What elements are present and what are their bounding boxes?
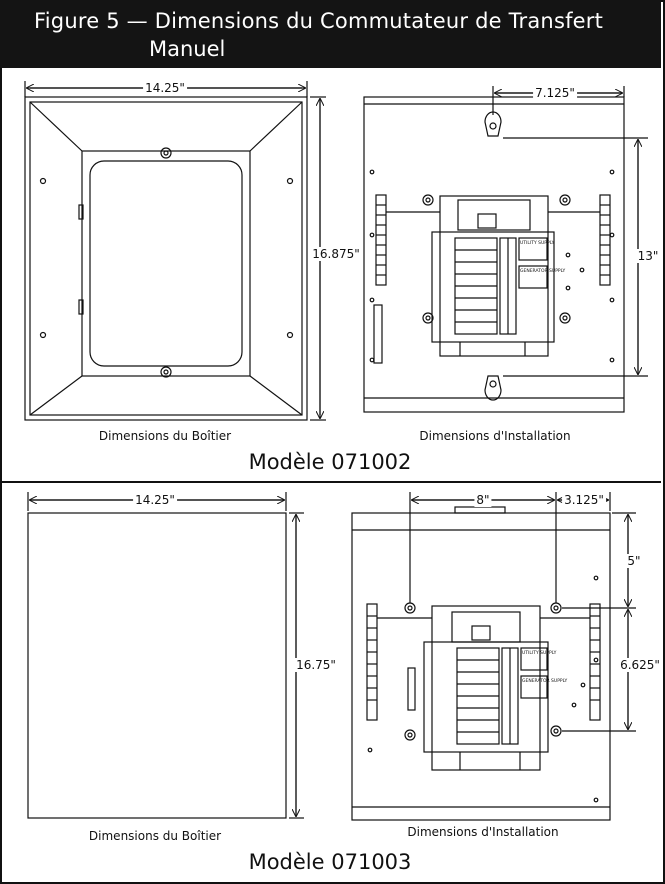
dim-height-071002: 16.875"	[310, 247, 362, 261]
dim-height-071003: 16.75"	[294, 658, 338, 672]
dim-side-offset-071003: 3.125"	[562, 493, 606, 507]
enclosure-drawing-071003	[27, 512, 287, 819]
dim-mount-height-071002: 13"	[635, 249, 661, 263]
dim-width-071002: 14.25"	[143, 81, 187, 95]
dim-hole-spacing-071003: 8"	[474, 493, 492, 507]
caption-install-071002: Dimensions d'Installation	[419, 429, 571, 443]
dim-offset-071002: 7.125"	[533, 86, 577, 100]
figure-header: Figure 5 — Dimensions du Commutateur de …	[0, 0, 661, 68]
caption-enclosure-071003: Dimensions du Boîtier	[88, 829, 222, 843]
caption-enclosure-071002: Dimensions du Boîtier	[98, 429, 232, 443]
dim-mount-height-071003: 6.625"	[618, 658, 662, 672]
switch-label-generator: GENERATOR SUPPLY	[520, 268, 566, 274]
figure-title-continued: Manuel	[149, 37, 226, 61]
install-drawing-071003	[351, 506, 611, 821]
dim-width-071003: 14.25"	[133, 493, 177, 507]
switch-label-utility: UTILITY SUPPLY	[520, 240, 555, 246]
model-label-071002: Modèle 071002	[248, 450, 412, 474]
enclosure-drawing-071002	[24, 96, 308, 421]
switch-label-generator: GENERATOR SUPPLY	[522, 678, 568, 684]
switch-label-utility: UTILITY SUPPLY	[522, 650, 557, 656]
install-drawing-071002	[363, 96, 625, 413]
model-label-071003: Modèle 071003	[248, 850, 412, 874]
figure-title: Figure 5 — Dimensions du Commutateur de …	[34, 9, 604, 33]
dim-top-offset-071003: 5"	[625, 554, 643, 568]
section-divider	[0, 481, 661, 483]
caption-install-071003: Dimensions d'Installation	[407, 825, 559, 839]
